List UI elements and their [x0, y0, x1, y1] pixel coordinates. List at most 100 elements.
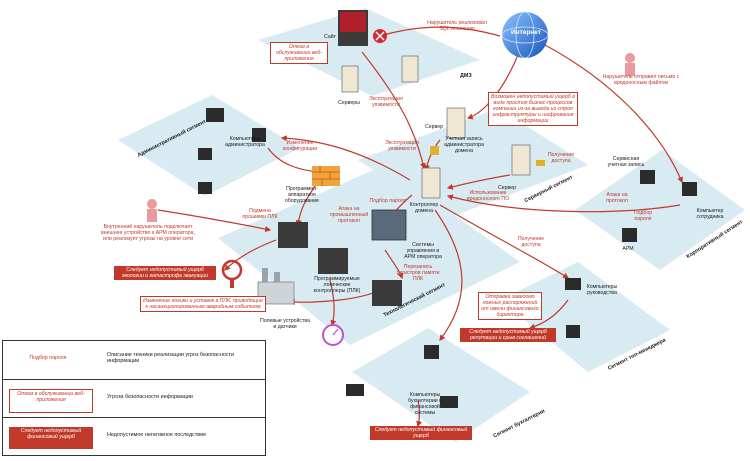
node-label-internet: Интернет	[510, 29, 541, 36]
mgmt-monitor-icon-2	[566, 325, 580, 338]
internet-globe-icon	[501, 11, 549, 59]
key-icon	[536, 160, 545, 166]
arrow-server2-dc	[446, 174, 511, 190]
node-label-arm-systems: Системы управления и АРМ оператора	[404, 242, 442, 260]
threat-gain-access-2: Получение доступа	[517, 236, 545, 248]
node-label-admin-pcs: Компьютеры администратора	[225, 136, 265, 148]
legend-row-threat: Отказ в обслуживании веб-приложения Угро…	[3, 379, 265, 418]
legend-sample-technique: Подбор пароля	[29, 355, 67, 361]
admin-laptop-icon	[206, 108, 224, 122]
legend-desc-threat: Угроза безопасности информации	[107, 394, 193, 400]
arrow-mgmt-rep	[528, 299, 569, 330]
plc-rack-icon-3	[372, 280, 402, 306]
threat-gain-access-1: Получение доступа	[547, 152, 575, 164]
box-site-denial: Отказ в обслуживании веб-приложения	[270, 42, 328, 64]
box-financial-damage: Следует недопустимый финансовый ущерб	[370, 426, 472, 440]
segment-plane-dmz	[258, 8, 480, 96]
factory-icon	[257, 268, 295, 305]
corp-monitor-icon-3	[622, 228, 637, 242]
arrow-dc-mgmt	[439, 204, 570, 279]
plc-rack-icon-1	[278, 222, 308, 248]
threat-exploit-vuln-1: Эксплуатация уязвимости	[369, 96, 403, 108]
acc-laptop-icon-2	[440, 396, 458, 408]
scada-panel-icon	[371, 209, 407, 241]
box-business-stop: Возможен недопустимый ущерб в виде прост…	[488, 92, 578, 126]
threat-arm-attack: Атака на протокол	[606, 192, 628, 204]
threat-sql-injection: Нарушитель реализовал SQL инъекцию	[427, 20, 487, 32]
node-label-servers: Серверы	[338, 100, 360, 106]
node-label-site: Сайт	[324, 34, 336, 40]
segment-label-dmz: ДМЗ	[460, 73, 472, 79]
node-label-employee-pc: Компьютер сотрудника	[696, 208, 724, 220]
threat-register-change: Перезапись регистров памяти ПЛК	[396, 264, 440, 282]
box-ecology-damage: Следует недопустимый ущерб экологии и ка…	[114, 266, 216, 280]
box-false-order: Отправка заведомо ложных распоряжений от…	[478, 292, 542, 320]
arrow-dc-admin	[280, 135, 411, 181]
corp-monitor-icon-2	[682, 182, 697, 196]
segment-plane-accounting	[352, 328, 530, 442]
box-reputation-damage: Следует недопустимый ущерб репутации и с…	[460, 328, 556, 342]
segment-plane-management	[500, 262, 670, 372]
corp-monitor-icon-1	[640, 170, 655, 184]
lock-icon	[430, 146, 439, 155]
segment-plane-corporate	[575, 150, 745, 270]
node-label-exec-pcs: Компьютеры руководства	[586, 284, 618, 296]
threat-config-change: Изменение конфигурации	[282, 140, 318, 152]
node-label-server: Сервер	[425, 124, 443, 130]
threat-plc-firmware: Подмена прошивки ПЛК	[242, 208, 278, 220]
admin-pc-icon-2	[198, 182, 212, 194]
arrow-employee-dc	[446, 194, 681, 213]
node-label-firewall: Программно-аппаратное оборудование	[284, 186, 320, 204]
mgmt-laptop-icon	[565, 278, 581, 290]
node-label-field-devices: Полевые устройства и датчики	[260, 318, 310, 330]
threat-logic-change: Изменение логики и уставок в ПЛК, привод…	[140, 296, 266, 312]
dmz-server-icon-2	[401, 55, 419, 83]
arrow-plc-ecology	[224, 239, 277, 271]
legend-desc-consequence: Недопустимое негативное последствие	[107, 432, 207, 438]
segment-plane-admin	[118, 95, 300, 196]
node-label-server2: Сервер	[498, 185, 516, 191]
admin-pc-icon-1	[198, 148, 212, 160]
arrow-dc-acc	[434, 209, 463, 341]
server2-icon	[511, 144, 531, 176]
threat-password-guess-2: Подбор пароля	[633, 210, 653, 222]
threat-exploit-vuln-2: Эксплуатация уязвимости	[385, 140, 419, 152]
legend-sample-consequence: Следует недопустимый финансовый ущерб	[9, 427, 93, 449]
legend-sample-threat: Отказ в обслуживании веб-приложения	[9, 389, 93, 413]
threat-account-hint: Учетная запись администратора домена	[444, 136, 484, 154]
legend-row-consequence: Следует недопустимый финансовый ущерб Не…	[3, 417, 265, 456]
dc-server-icon	[421, 167, 441, 199]
plc-rack-icon-2	[318, 248, 348, 274]
threat-malware-use: Использование вредоносного ПО	[466, 190, 510, 202]
acc-laptop-icon-1	[346, 384, 364, 396]
legend-desc-technique: Описание техники реализации угроз безопа…	[107, 352, 235, 365]
arrow-insider	[157, 209, 272, 233]
arrow-plc-field	[329, 279, 337, 327]
threat-insider: Внутренний нарушитель подключает внешнее…	[101, 224, 195, 242]
segment-plane-tech	[218, 165, 520, 345]
threat-service-account: Сервисная учетная запись	[607, 156, 645, 168]
acc-monitor-icon-1	[424, 345, 439, 359]
node-label-domain-controller: Контроллер домена	[409, 202, 439, 214]
server-icon	[446, 107, 466, 139]
gauge-icon	[322, 324, 344, 346]
arrow-site-dc	[361, 51, 426, 170]
node-label-accounting-pcs: Компьютеры бухгалтерии и финансовой сист…	[408, 392, 442, 416]
firewall-icon	[312, 166, 340, 186]
site-server-icon	[338, 10, 387, 46]
arrow-arm-register	[384, 249, 404, 280]
arrow-fw-plc	[295, 181, 319, 227]
threat-password-guess-1: Подбор пароля	[369, 198, 407, 204]
arrow-acc-fin	[416, 399, 423, 428]
dmz-server-icon-1	[341, 65, 359, 93]
valve-icon	[221, 259, 243, 288]
hacker-icon-external	[625, 53, 635, 76]
threat-phishing-email: Нарушитель отправил письмо с вредоносным…	[602, 74, 680, 86]
arrow-phishing	[544, 44, 683, 184]
hacker-icon-internal	[147, 199, 157, 222]
legend: Подбор пароля Описание техники реализаци…	[2, 340, 266, 456]
node-label-plc: Программируемые логические контроллеры (…	[313, 276, 361, 294]
threat-industrial-attack: Атака на промышленный протокол	[329, 206, 369, 224]
